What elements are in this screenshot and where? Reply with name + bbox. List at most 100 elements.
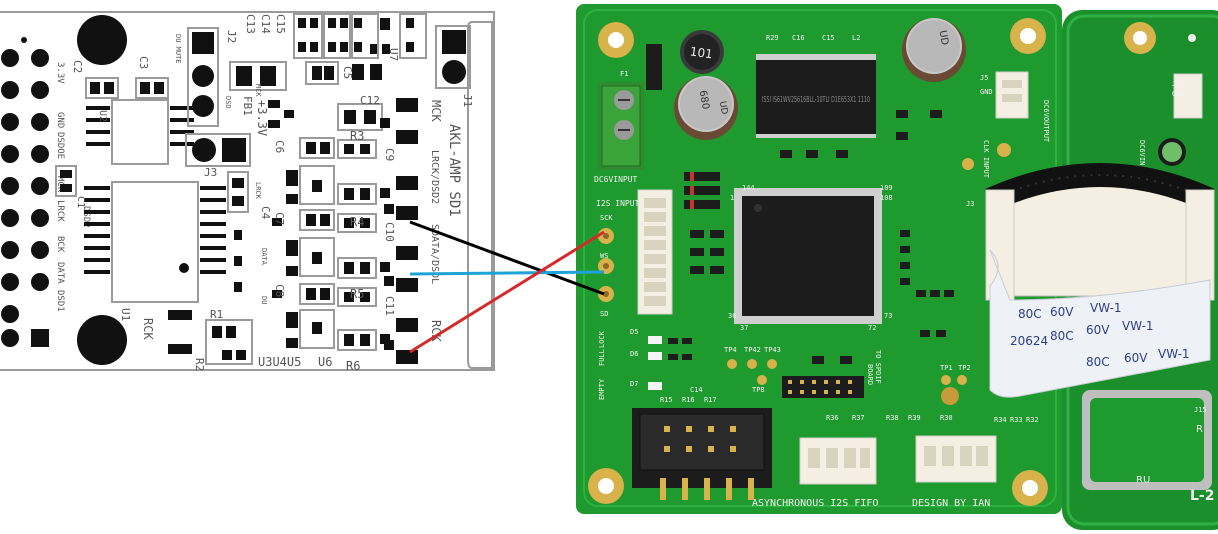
svg-text:L-2: L-2	[1190, 488, 1214, 504]
svg-text:C10: C10	[383, 222, 396, 242]
wire-black-lrck	[409, 220, 605, 296]
pin-label-dsdoe: DSDOE	[55, 132, 65, 159]
svg-text:SD: SD	[600, 310, 608, 318]
svg-text:UD: UD	[936, 29, 949, 46]
electrolytic-caps: 101 680 UD UD	[646, 18, 966, 140]
mounting-hole-bottom	[77, 315, 127, 365]
fpga-chip: 144 109 108 1 36 37 72 73	[728, 184, 893, 332]
svg-text:C12: C12	[360, 94, 380, 107]
svg-text:R2: R2	[193, 358, 206, 371]
connection-wires	[409, 220, 605, 354]
svg-text:VW-1: VW-1	[1122, 319, 1154, 333]
svg-text:R16: R16	[682, 396, 695, 404]
svg-text:109: 109	[880, 184, 893, 192]
wire-blue-sdata	[409, 270, 605, 276]
pin-label-data: DATA	[55, 262, 65, 284]
i2s-input-connector: I2S INPUT SCK WS SD	[596, 189, 673, 318]
svg-text:R36: R36	[826, 414, 839, 422]
svg-text:DC6VINPUT: DC6VINPUT	[594, 175, 638, 184]
wire-red-bck	[409, 230, 605, 354]
svg-text:D5: D5	[630, 328, 638, 336]
pin-label-dsd1: DSD1	[55, 290, 65, 312]
svg-text:F1: F1	[620, 70, 628, 78]
svg-text:UD: UD	[717, 100, 729, 115]
svg-text:TP2: TP2	[958, 364, 971, 372]
svg-text:80C: 80C	[1086, 355, 1110, 369]
svg-text:GND: GND	[980, 88, 993, 96]
svg-text:FULL: FULL	[598, 349, 606, 366]
svg-text:J5: J5	[980, 74, 988, 82]
svg-text:LRCK/DSD2: LRCK/DSD2	[429, 150, 440, 204]
svg-text:U6: U6	[318, 355, 332, 369]
jtag-header	[632, 408, 772, 500]
svg-text:R32: R32	[1026, 416, 1039, 424]
svg-text:C7: C7	[273, 212, 286, 225]
svg-text:U2: U2	[97, 110, 108, 122]
svg-text:DU: DU	[260, 296, 268, 304]
ic-u2: U2	[86, 99, 194, 165]
svg-text:J3: J3	[204, 166, 217, 179]
svg-text:TO SPDIF: TO SPDIF	[874, 350, 882, 384]
mounting-holes	[588, 18, 1048, 506]
svg-text:R38: R38	[886, 414, 899, 422]
svg-text:80C: 80C	[1050, 329, 1074, 343]
board-name: AKL-AMP SD1	[446, 124, 462, 217]
svg-text:TP1: TP1	[940, 364, 953, 372]
svg-text:DC6VIN: DC6VIN	[1138, 140, 1146, 165]
svg-text:TP4: TP4	[724, 346, 737, 354]
svg-text:DSD: DSD	[224, 96, 232, 109]
svg-text:R1: R1	[210, 308, 223, 321]
svg-text:FB1: FB1	[241, 96, 254, 116]
svg-text:R15: R15	[660, 396, 673, 404]
svg-text:20624: 20624	[1010, 334, 1048, 348]
svg-text:J3: J3	[966, 200, 974, 208]
board-title: ASYNCHRONOUS I2S FIFO	[752, 498, 878, 509]
svg-text:R37: R37	[852, 414, 865, 422]
svg-text:37: 37	[740, 324, 748, 332]
svg-text:R5: R5	[350, 287, 364, 301]
svg-text:R30: R30	[940, 414, 953, 422]
svg-text:J1: J1	[461, 94, 474, 107]
label-c3: C3	[137, 56, 150, 69]
svg-text:J12: J12	[1172, 80, 1185, 88]
svg-text:U1: U1	[119, 308, 132, 321]
mounting-hole-top	[77, 15, 127, 65]
left-board-diagram: 3.3V GND DSDOE MCK LRCK BCK DATA DSD1 DS…	[0, 11, 495, 373]
pin-label-bck: BCK	[55, 236, 65, 253]
svg-text:+3.3V: +3.3V	[255, 100, 269, 136]
svg-text:C14: C14	[259, 14, 272, 34]
svg-text:LRCK: LRCK	[254, 182, 262, 200]
svg-text:C13: C13	[244, 14, 257, 34]
svg-text:U7: U7	[387, 48, 400, 61]
status-leds: D5 D6 D7 EMPTY FULL LOCK TP4 TP42 TP43 T…	[598, 328, 971, 400]
svg-text:DC6VOUTPUT: DC6VOUTPUT	[1042, 100, 1050, 143]
pin-label-dsd2: DSD2	[81, 206, 91, 228]
svg-text:MCK: MCK	[254, 84, 262, 97]
ic-u1: U1	[84, 181, 226, 321]
svg-text:C9: C9	[383, 148, 396, 161]
bottom-connectors	[799, 387, 997, 485]
svg-text:RCK: RCK	[141, 318, 155, 340]
svg-text:1: 1	[730, 194, 734, 202]
svg-text:R6: R6	[346, 359, 360, 373]
svg-text:L2: L2	[852, 34, 860, 42]
dc-input-terminal: DC6VINPUT F1	[594, 70, 644, 184]
svg-text:C5: C5	[341, 66, 354, 79]
svg-text:C11: C11	[383, 296, 396, 316]
svg-text:TP43: TP43	[764, 346, 781, 354]
svg-text:VW-1: VW-1	[1090, 301, 1122, 315]
svg-text:U3U4U5: U3U4U5	[258, 355, 301, 369]
svg-text:LOCK: LOCK	[598, 330, 606, 348]
header-j3: J3	[185, 133, 251, 179]
svg-text:C6: C6	[273, 140, 286, 153]
svg-text:R34: R34	[994, 416, 1007, 424]
svg-text:BOARD: BOARD	[866, 364, 874, 385]
svg-text:72: 72	[868, 324, 876, 332]
header-j2: J2 DU MUTE	[174, 27, 238, 127]
spdif-header: TO SPDIF BOARD TO CLOCK	[782, 350, 1031, 398]
svg-text:GND: GND	[1172, 90, 1185, 98]
svg-text:C16: C16	[792, 34, 805, 42]
svg-text:CLK INPUT: CLK INPUT	[982, 140, 990, 179]
svg-text:WS: WS	[600, 252, 608, 260]
label-c2: C2	[71, 60, 84, 73]
